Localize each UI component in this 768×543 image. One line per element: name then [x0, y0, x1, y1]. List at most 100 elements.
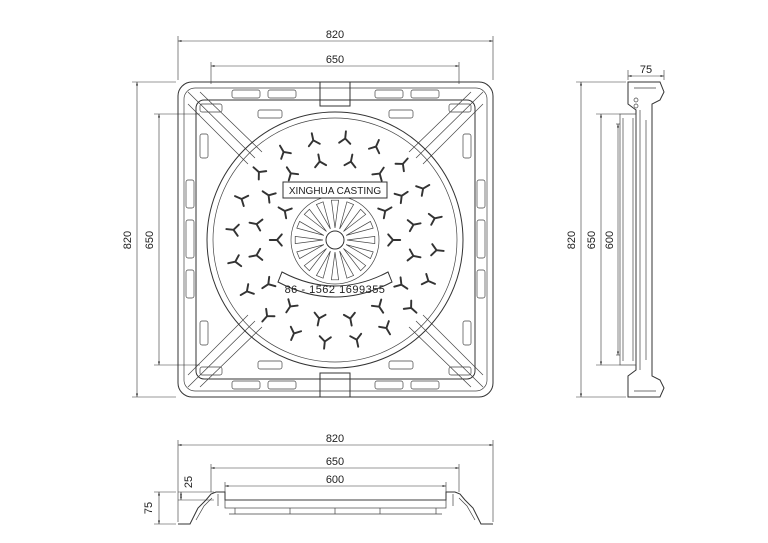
y-glyph	[257, 307, 276, 327]
section-frame-lips	[217, 494, 454, 506]
dim-label: 650	[326, 456, 344, 468]
section-cover	[224, 499, 447, 509]
section-cover-ribs	[229, 508, 442, 515]
y-glyph	[311, 311, 327, 328]
frame-inner-edge	[195, 99, 476, 380]
brand-text: XINGHUA CASTING	[289, 186, 381, 197]
y-glyph	[406, 216, 423, 233]
side-cover-ribs	[622, 118, 634, 361]
y-glyph	[317, 335, 332, 351]
y-glyph	[349, 332, 365, 349]
y-glyph	[393, 276, 412, 295]
cover-inner-ring	[212, 117, 458, 363]
dim-label: 600	[326, 474, 344, 486]
frame-corner-ribs	[187, 91, 484, 388]
y-glyph	[342, 311, 359, 328]
y-glyph	[387, 233, 402, 247]
section-dimension-frame: 650	[210, 456, 460, 492]
section-dimension-cover: 600	[224, 474, 447, 498]
star-ray	[303, 208, 327, 232]
star-ray	[339, 250, 355, 279]
dim-label: 650	[144, 231, 156, 249]
y-glyph	[305, 131, 321, 148]
y-glyph	[420, 272, 439, 290]
y-glyph	[236, 283, 255, 301]
y-glyph	[393, 186, 412, 205]
plan-dimension-top-inner: 650	[210, 54, 460, 84]
y-glyph	[258, 185, 277, 204]
star-ray	[296, 244, 325, 260]
lifting-notches	[319, 82, 351, 397]
y-glyph	[415, 179, 434, 197]
y-glyph	[430, 243, 446, 258]
dim-label: 650	[326, 54, 344, 66]
y-glyph	[370, 298, 389, 317]
y-glyph	[247, 216, 264, 232]
star-ray	[331, 251, 339, 281]
center-star-pattern	[294, 199, 376, 281]
plan-dimension-left-outer: 820	[122, 81, 176, 398]
y-glyph	[378, 320, 396, 339]
y-glyph	[247, 247, 264, 264]
frame-outer-edge-inner	[183, 87, 488, 392]
section-frame-inner-lines	[195, 497, 476, 521]
section-view: 820 650 600 25 75	[143, 433, 494, 525]
y-glyph	[371, 163, 390, 182]
star-ray	[303, 248, 327, 272]
y-glyph	[281, 163, 300, 182]
side-cover-body	[619, 113, 637, 366]
cover-center-ring	[290, 195, 380, 285]
y-glyph	[285, 325, 303, 344]
y-glyph	[311, 152, 328, 169]
star-ray	[343, 208, 367, 232]
phone-text: 86 - 1562 1699355	[285, 284, 386, 296]
side-dimension-cover: 600	[604, 123, 620, 356]
star-ray	[346, 236, 376, 244]
y-glyph	[274, 201, 293, 220]
y-glyph	[280, 298, 299, 317]
star-ray	[339, 201, 355, 230]
anti-slip-pattern	[224, 129, 446, 351]
section-dimension-depth-small: 25	[178, 476, 214, 501]
dim-label: 600	[604, 231, 616, 249]
section-dimension-outer: 820	[177, 433, 494, 522]
star-ray	[296, 220, 325, 236]
y-glyph	[248, 162, 268, 181]
dim-label: 75	[143, 502, 155, 514]
star-ray	[315, 250, 331, 279]
y-glyph	[377, 201, 396, 220]
star-ray	[294, 236, 324, 244]
side-view: 75 820 650 600	[566, 64, 665, 398]
y-glyph	[343, 152, 359, 169]
dim-label: 650	[586, 231, 598, 249]
frame-slots	[185, 89, 486, 390]
phone-plate	[277, 271, 393, 298]
dim-label: 25	[183, 476, 195, 488]
cover-center-hole	[325, 230, 345, 250]
star-ray	[345, 220, 374, 236]
side-frame-inner-lines	[639, 110, 647, 370]
plan-view: XINGHUA CASTING 86 - 1562 1699355 820 65…	[122, 29, 494, 398]
y-glyph	[274, 141, 292, 160]
y-glyph	[394, 153, 413, 173]
y-glyph	[406, 248, 423, 264]
dim-label: 820	[326, 433, 344, 445]
y-glyph	[427, 210, 444, 226]
side-frame-lips	[634, 87, 656, 392]
dim-label: 75	[640, 64, 652, 76]
side-bolt-top	[633, 97, 639, 103]
brand-plate	[282, 181, 388, 199]
plan-dimension-top-outer: 820	[177, 29, 494, 80]
y-glyph	[268, 233, 283, 247]
side-dimension-frame: 650	[586, 113, 620, 366]
y-glyph	[224, 222, 240, 237]
y-glyph	[402, 299, 422, 318]
star-ray	[331, 199, 339, 229]
y-glyph	[367, 136, 385, 155]
side-bolt-mid	[633, 103, 639, 109]
star-ray	[315, 201, 331, 230]
dim-label: 820	[566, 231, 578, 249]
section-dimension-depth-total: 75	[143, 491, 176, 525]
side-dimension-outer: 820	[566, 81, 626, 398]
